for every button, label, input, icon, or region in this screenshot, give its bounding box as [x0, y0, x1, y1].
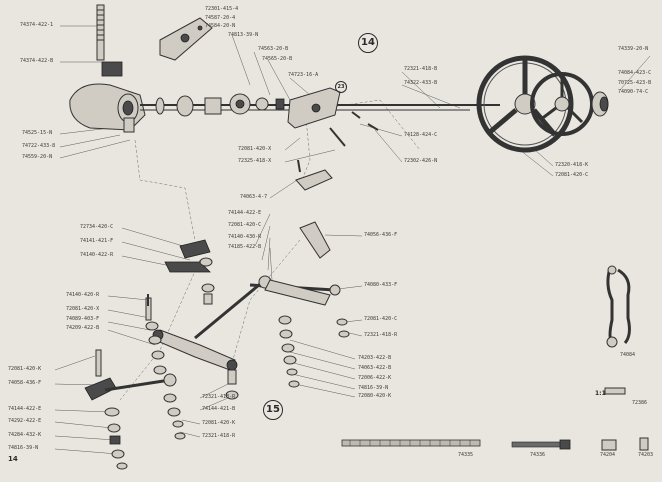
left-knuckle-arm	[84, 373, 177, 401]
bolt-stack-left	[95, 349, 128, 470]
part-label: 72302-426-N	[404, 158, 438, 164]
steering-screw	[96, 4, 123, 77]
part-label: 74185-422-B	[228, 244, 262, 250]
part-label: 74056-436-F	[364, 232, 398, 238]
part-label: 72321-418-B	[404, 66, 438, 72]
part-label: 72081-420-C	[364, 316, 398, 322]
part-label: 72006-422-K	[358, 375, 392, 381]
steering-arm	[152, 329, 238, 371]
part-label: 72081-420-X	[238, 146, 272, 152]
part-label: 72081-420-X	[66, 306, 100, 312]
part-label: 74203	[638, 452, 654, 458]
part-label: 74203-422-B	[358, 355, 392, 361]
part-label: 74374-422-1	[20, 22, 54, 28]
part-label: 72386	[632, 400, 648, 406]
part-label: 74723-16-A	[288, 72, 319, 78]
part-label: 74140-422-R	[80, 252, 114, 258]
small-screws	[147, 111, 379, 306]
part-label: 74058-436-F	[8, 380, 42, 386]
part-label: 74322-433-B	[404, 80, 438, 86]
assembly-paths	[119, 99, 421, 401]
horn-ring	[530, 72, 594, 136]
part-label: 74559-20-N	[22, 154, 53, 160]
part-label: 74722-433-8	[22, 143, 56, 149]
part-label: 74525-15-N	[22, 130, 53, 136]
part-label: 70725-423-B	[618, 80, 652, 86]
assembly-marker-15: 15	[263, 400, 283, 420]
part-label: 74144-422-E	[228, 210, 262, 216]
part-label: 74140-430-R	[228, 234, 262, 240]
part-label: 74080-433-F	[364, 282, 398, 288]
part-label: 74587-20-4	[205, 15, 236, 21]
horn-button	[591, 91, 609, 117]
part-label: 74128-424-C	[404, 132, 438, 138]
part-label: 74140-420-R	[66, 292, 100, 298]
part-label: 74565-20-B	[262, 56, 293, 62]
part-label: 74584-20-N	[205, 23, 236, 29]
part-label: 74144-421-B	[202, 406, 236, 412]
part-label: 72081-420-K	[8, 366, 42, 372]
part-label: 72321-418-R	[202, 433, 236, 439]
part-label: 74816-39-N	[8, 445, 39, 451]
upper-plate	[159, 17, 213, 61]
part-label: 72321-418-R	[202, 394, 236, 400]
bolt-stack-right	[199, 257, 350, 400]
bottom-parts	[341, 387, 649, 451]
part-label: 74089-403-F	[66, 316, 100, 322]
part-label: 74284-432-K	[8, 432, 42, 438]
linkage-brackets	[164, 169, 333, 273]
detached-rod-part	[606, 265, 631, 348]
part-label: 74084	[620, 352, 636, 358]
bolt-stack-center	[145, 297, 186, 440]
part-label: 74374-422-B	[20, 58, 54, 64]
part-label: 72734-420-C	[80, 224, 114, 230]
part-label: 72301-415-4	[205, 6, 239, 12]
assembly-marker-23: 23	[335, 81, 347, 93]
part-label: 74204	[600, 452, 616, 458]
part-label: 74336	[530, 452, 546, 458]
part-label: 72320-418-K	[555, 162, 589, 168]
part-label: 72080-420-K	[358, 393, 392, 399]
part-label: 74335	[458, 452, 474, 458]
part-label: 74090-74-C	[618, 89, 649, 95]
part-label: 72081-420-K	[202, 420, 236, 426]
assembly-marker-14: 14	[358, 33, 378, 53]
part-label: 72325-418-X	[238, 158, 272, 164]
steering-box-housing	[69, 83, 146, 133]
part-label: 74292-422-E	[8, 418, 42, 424]
part-label: 74816-39-N	[358, 385, 389, 391]
part-label: 74563-20-B	[258, 46, 289, 52]
part-label: 72081-420-C	[555, 172, 589, 178]
part-label: 74144-422-E	[8, 406, 42, 412]
scale-label: 1:1	[595, 390, 606, 397]
part-label: 74141-421-F	[80, 238, 114, 244]
part-label: 74084-423-C	[618, 70, 652, 76]
drag-link	[264, 279, 331, 306]
part-label: 74063-422-B	[358, 365, 392, 371]
part-label: 72081-420-C	[228, 222, 262, 228]
part-label: 74063-4-7	[240, 194, 268, 200]
part-label: 74209-422-B	[66, 325, 100, 331]
part-label: 74339-20-N	[618, 46, 649, 52]
column-bracket	[287, 87, 341, 129]
part-label: 74813-39-N	[228, 32, 259, 38]
part-label: 72321-418-R	[364, 332, 398, 338]
page-number: 14	[8, 455, 18, 463]
